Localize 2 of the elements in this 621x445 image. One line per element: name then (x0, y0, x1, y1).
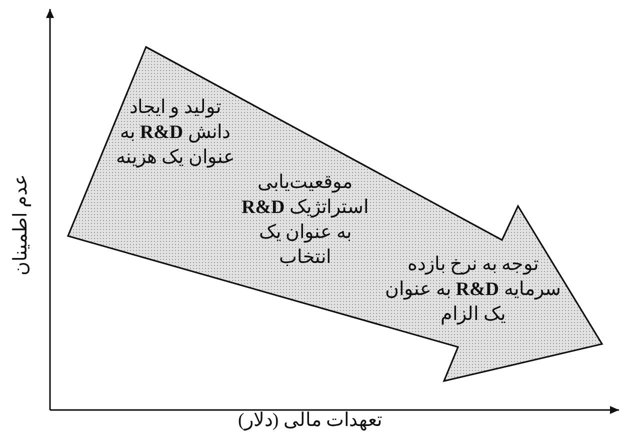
y-axis-label: عدم اطمینان (8, 174, 32, 276)
x-axis-label: تعهدات مالی (دلار) (238, 409, 382, 432)
